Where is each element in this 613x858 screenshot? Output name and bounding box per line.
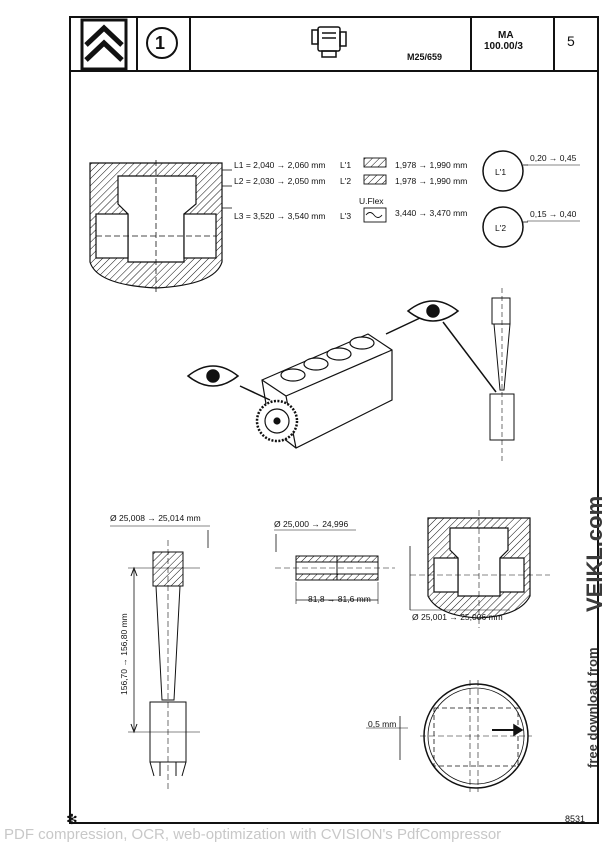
pin-diameter: Ø 25,000 → 24,996 (274, 519, 349, 529)
ring-width-3: 3,440 → 3,470 mm (395, 208, 468, 218)
piston-pin-drawing (274, 529, 395, 604)
gap-ring2-label: L'2 (495, 223, 507, 233)
footer-code: 8531 (565, 814, 586, 824)
model-code: M25/659 (407, 52, 443, 62)
piston-top-view-drawing (366, 680, 532, 792)
header-divider (136, 16, 138, 72)
piston-section-drawing-2 (409, 510, 550, 628)
center-distance: 156,70 → 156,80 mm (119, 613, 129, 695)
eye-icon (186, 300, 497, 401)
header-divider (553, 16, 555, 72)
ring-label-l3: L'3 (340, 211, 352, 221)
ring-width-2: 1,978 → 1,990 mm (395, 176, 468, 186)
header-bar (69, 16, 599, 72)
page-number: 5 (567, 33, 575, 49)
conrod-large-drawing (110, 525, 210, 790)
dim-l3: L3 = 3,520 → 3,540 mm (234, 211, 326, 221)
small-end-diameter: Ø 25,008 → 25,014 mm (110, 513, 201, 523)
header-divider (189, 16, 191, 72)
ring-label-l2: L'2 (340, 176, 352, 186)
piston-section-drawing (89, 160, 232, 292)
ring-type-label: U.Flex (359, 196, 384, 206)
page-frame (69, 16, 599, 824)
ring-gap-drawing (482, 150, 580, 248)
gap-ring1-value: 0,20 → 0,45 (530, 153, 577, 163)
pin-offset: 0,5 mm (368, 719, 397, 729)
ring-label-l1: L'1 (340, 160, 352, 170)
conrod-small-drawing (489, 288, 515, 462)
section-number: 1 (155, 33, 166, 53)
dim-l1: L1 = 2,040 → 2,060 mm (234, 160, 326, 170)
bore-diameter: Ø 25,001 → 25,006 mm (412, 612, 503, 622)
doc-ref-line2: 100.00/3 (484, 41, 523, 52)
compression-watermark: PDF compression, OCR, web-optimization w… (4, 826, 502, 843)
gap-ring2-value: 0,15 → 0,40 (530, 209, 577, 219)
ring-section-drawing (363, 157, 387, 223)
doc-ref-line1: MA (498, 30, 514, 41)
cylinder-block-drawing (255, 333, 393, 449)
gap-ring1-label: L'1 (495, 167, 507, 177)
asterisk-mark: ✻ (66, 811, 78, 827)
header-divider (470, 16, 472, 72)
dim-l2: L2 = 2,030 → 2,050 mm (234, 176, 326, 186)
side-watermark-text: free download from (585, 647, 600, 768)
side-watermark-brand: VEIKL.com (582, 495, 607, 612)
pin-length: 81,8 → 81,6 mm (308, 594, 371, 604)
ring-width-1: 1,978 → 1,990 mm (395, 160, 468, 170)
